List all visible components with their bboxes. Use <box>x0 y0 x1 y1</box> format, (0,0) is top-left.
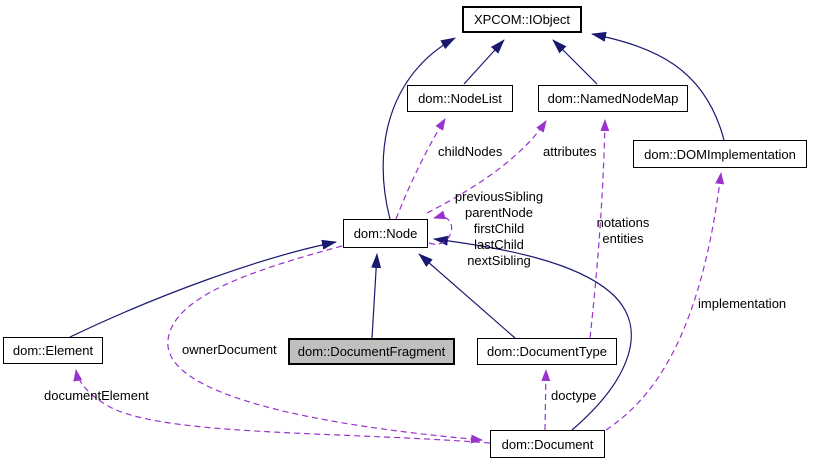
edge-label-attributes: attributes <box>543 144 597 159</box>
class-node-documentfragment-current: dom::DocumentFragment <box>288 338 455 365</box>
edge-label-lastchild: lastChild <box>474 237 524 252</box>
edge-usage-attributes <box>426 120 547 214</box>
edge-usage-ownerdocument <box>167 245 483 444</box>
edge-label-previoussibling: previousSibling <box>454 189 544 204</box>
edge-inherit-document-to-node <box>433 235 632 431</box>
edge-label-node-self-loop: previousSibling parentNode firstChild la… <box>449 189 549 269</box>
class-node-namednodemap[interactable]: dom::NamedNodeMap <box>538 85 688 112</box>
edge-usage-doctype <box>541 369 551 431</box>
edge-label-childnodes: childNodes <box>438 144 503 159</box>
edge-label-firstchild: firstChild <box>473 221 525 236</box>
edge-label-parentnode: parentNode <box>465 205 533 220</box>
edge-inherit-nodelist-to-iobject <box>463 39 505 85</box>
class-node-document[interactable]: dom::Document <box>490 430 605 458</box>
edge-label-doctype: doctype <box>551 388 597 403</box>
edge-label-nextsibling: nextSibling <box>467 253 531 268</box>
edge-inherit-element-to-node <box>69 239 337 338</box>
edge-label-implementation: implementation <box>698 296 787 311</box>
edge-usage-implementation <box>605 172 725 431</box>
edge-inherit-namednodemap-to-iobject <box>552 39 598 85</box>
edge-inherit-documentfragment-to-node <box>371 253 382 339</box>
edge-inherit-documenttype-to-node <box>418 253 516 339</box>
class-node-documenttype[interactable]: dom::DocumentType <box>477 338 617 365</box>
edge-label-documentelement: documentElement <box>44 388 149 403</box>
class-node-node[interactable]: dom::Node <box>343 219 428 248</box>
class-node-nodelist[interactable]: dom::NodeList <box>407 85 513 112</box>
edge-label-notations-entities: notations entities <box>585 215 661 247</box>
edge-label-entities: entities <box>602 231 644 246</box>
edge-inherit-node-to-iobject <box>382 37 456 220</box>
edge-inherit-domimplementation-to-iobject <box>591 31 725 141</box>
edge-label-ownerdocument: ownerDocument <box>182 342 277 357</box>
edge-usage-documentelement <box>73 369 491 444</box>
edge-label-notations: notations <box>596 215 650 230</box>
class-node-domimplementation[interactable]: dom::DOMImplementation <box>633 140 807 168</box>
class-node-xpcom-iobject[interactable]: XPCOM::IObject <box>462 6 582 33</box>
class-node-element[interactable]: dom::Element <box>3 337 103 364</box>
edge-usage-childnodes <box>395 118 446 220</box>
edge-usage-notations-entities <box>589 119 610 339</box>
